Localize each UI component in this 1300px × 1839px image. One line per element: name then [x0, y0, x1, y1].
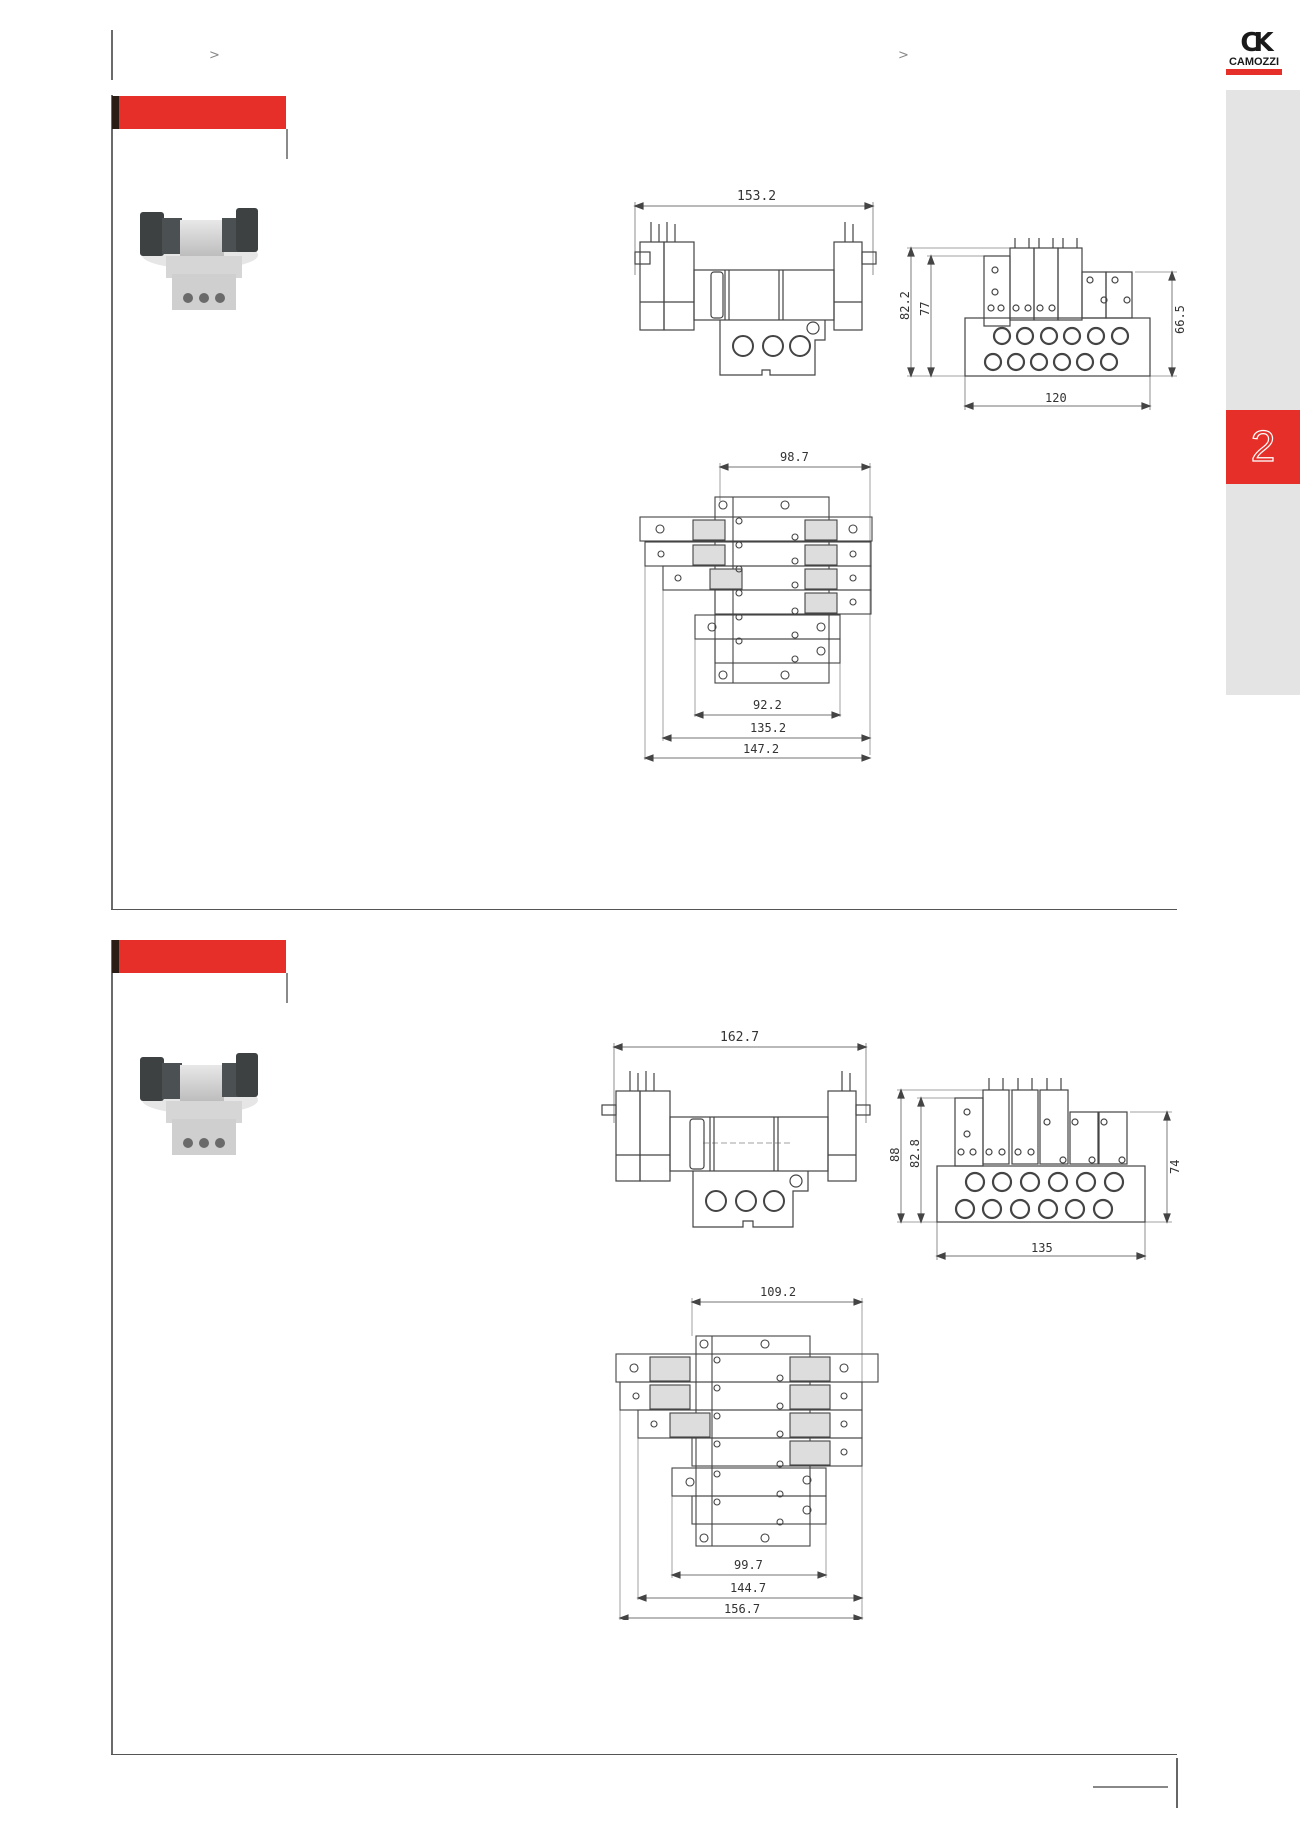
dim-width: 162.7 — [720, 1030, 759, 1045]
chapter-number-tab[interactable]: 2 — [1226, 410, 1300, 484]
dim-bottom-2: 135.2 — [750, 721, 786, 735]
section-1-top-view-drawing: 98.7 92.2 135.2 147.2 — [639, 450, 873, 762]
dim-width: 153.2 — [737, 189, 776, 204]
section-2-left-rule — [111, 940, 113, 1755]
breadcrumb-separator-left: > — [209, 48, 220, 63]
title-bar-tick — [286, 973, 288, 1003]
chapter-side-tab: 2 — [1226, 90, 1300, 695]
chapter-number: 2 — [1250, 421, 1276, 471]
section-2-title-bar — [112, 940, 288, 1003]
header-left-rule — [111, 30, 113, 80]
camozzi-logo: CK CAMOZZI — [1226, 30, 1282, 75]
dim-bottom-3: 156.7 — [724, 1602, 760, 1616]
breadcrumb-separator-right: > — [898, 48, 909, 63]
title-bar-tick — [286, 129, 288, 159]
footer-page-rule — [1093, 1786, 1168, 1788]
dim-right-height: 66.5 — [1173, 305, 1185, 334]
section-2-side-view-drawing: 88 82.8 74 135 — [888, 1078, 1182, 1260]
section-1-front-view-drawing: 153.2 — [633, 189, 877, 376]
dim-right-height: 74 — [1168, 1160, 1182, 1174]
logo-wordmark: CAMOZZI — [1228, 56, 1280, 68]
title-bar-dark-edge — [112, 96, 119, 129]
logo-red-bar — [1226, 69, 1282, 75]
section-2-product-photo — [140, 1053, 258, 1155]
dim-top-width: 98.7 — [780, 450, 809, 464]
section-2-top-view-drawing: 109.2 99.7 144.7 156.7 — [615, 1285, 879, 1620]
dim-bottom-3: 147.2 — [743, 742, 779, 756]
section-1-title-bar — [112, 96, 288, 159]
logo-mark-icon: CK — [1240, 28, 1273, 58]
dim-base-width: 120 — [1045, 391, 1067, 405]
dim-height-2: 82.8 — [908, 1139, 922, 1168]
dim-height-1: 88 — [888, 1148, 902, 1162]
dim-bottom-1: 99.7 — [734, 1558, 763, 1572]
dim-base-width: 135 — [1031, 1241, 1053, 1255]
section-2-front-view-drawing: 162.7 — [601, 1030, 871, 1228]
dim-height-1: 82.2 — [898, 291, 912, 320]
title-bar-dark-edge — [112, 940, 119, 973]
dim-top-width: 109.2 — [760, 1285, 796, 1299]
section-2-bottom-rule — [111, 1754, 1177, 1755]
footer-vertical-rule — [1176, 1758, 1178, 1808]
dim-height-2: 77 — [918, 302, 932, 316]
section-1-left-rule — [111, 95, 113, 910]
dim-bottom-1: 92.2 — [753, 698, 782, 712]
section-1-product-photo — [140, 208, 258, 310]
dim-bottom-2: 144.7 — [730, 1581, 766, 1595]
section-1-bottom-rule — [111, 909, 1177, 910]
section-1-side-view-drawing: 82.2 77 66.5 120 — [898, 238, 1185, 410]
